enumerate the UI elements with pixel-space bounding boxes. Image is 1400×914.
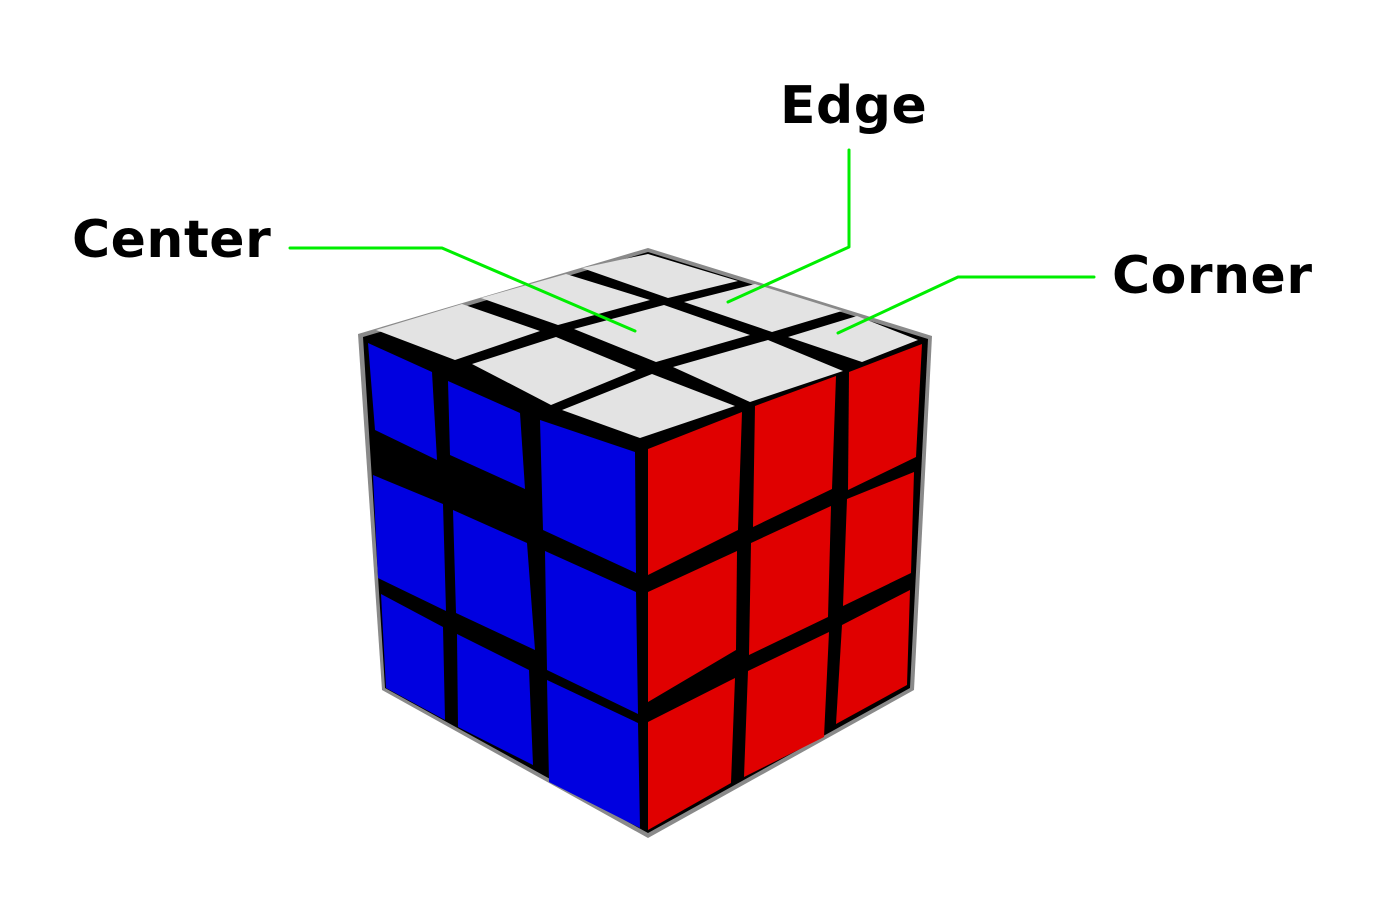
left-sticker [453,510,535,650]
right-sticker [648,412,742,575]
right-sticker [836,590,910,724]
left-sticker [381,594,445,720]
left-sticker [540,420,636,573]
right-sticker [848,344,922,490]
left-sticker [368,343,437,460]
top-sticker [472,337,636,405]
left-sticker [545,551,638,714]
top-sticker [562,374,735,438]
top-sticker [788,316,918,362]
edge-label: Edge [780,76,928,136]
right-sticker [843,472,914,606]
top-sticker [673,340,843,402]
right-sticker [753,376,836,527]
top-sticker [582,254,738,298]
left-sticker [448,381,525,489]
corner-label: Corner [1112,246,1313,306]
right-sticker [749,506,831,655]
leader-lines [288,148,1096,335]
center-leader-line [288,246,637,333]
top-sticker [376,304,540,360]
left-sticker [373,475,446,611]
top-sticker [574,305,750,362]
corner-leader-line [836,275,1096,335]
left-face [368,343,640,828]
left-sticker [547,680,640,828]
center-label: Center [72,210,272,270]
right-sticker [744,632,829,777]
left-sticker [457,634,533,765]
right-face [648,344,922,830]
right-sticker [648,551,737,702]
edge-leader-line [726,148,851,304]
right-sticker [648,678,735,830]
top-sticker [684,284,842,332]
